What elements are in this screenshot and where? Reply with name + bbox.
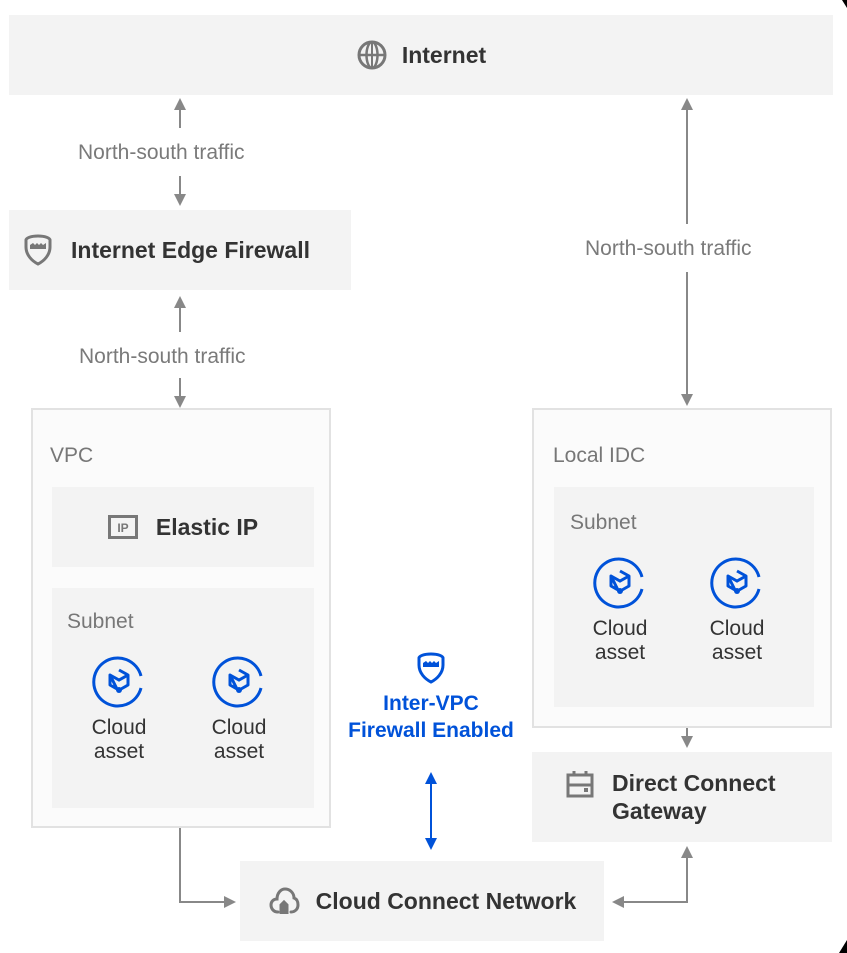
- edge-label-internet-edge: North-south traffic: [76, 141, 247, 165]
- asset-label-line1: Cloud: [709, 617, 765, 640]
- idc-asset-2[interactable]: Cloud asset: [701, 555, 773, 665]
- asset-label-line2: asset: [213, 740, 265, 763]
- edge-firewall-node[interactable]: Internet Edge Firewall: [9, 210, 351, 290]
- vpc-subnet-label: Subnet: [67, 610, 134, 633]
- ip-icon: IP: [107, 515, 138, 539]
- cloud-asset-icon: [92, 656, 143, 708]
- cloud-asset-icon: [593, 557, 644, 609]
- corner-artifact-bottom: [839, 940, 847, 953]
- vpc-asset-1[interactable]: Cloud asset: [84, 654, 154, 764]
- edge-label-internet-idc: North-south traffic: [583, 237, 754, 261]
- edge-label-edge-vpc: North-south traffic: [77, 345, 248, 369]
- asset-label-line1: Cloud: [592, 617, 648, 640]
- asset-label-line2: asset: [711, 641, 763, 664]
- shield-firewall-icon: [417, 652, 445, 684]
- asset-label-line1: Cloud: [91, 716, 147, 739]
- cloud-asset-icon: [212, 656, 263, 708]
- cloud-connect-label: Cloud Connect Network: [315, 887, 577, 914]
- vpc-subnet: Subnet Cloud asset Cloud asset: [52, 588, 314, 808]
- asset-label-line1: Cloud: [211, 716, 267, 739]
- corner-artifact-top: [842, 0, 847, 8]
- asset-label-line2: asset: [594, 641, 646, 664]
- idc-asset-1[interactable]: Cloud asset: [584, 555, 656, 665]
- globe-icon: [357, 40, 387, 70]
- inter-vpc-firewall-label-line2: Firewall Enabled: [348, 719, 514, 742]
- idc-subnet-label: Subnet: [570, 511, 637, 534]
- internet-label: Internet: [401, 41, 487, 68]
- elastic-ip-label: Elastic IP: [155, 513, 259, 540]
- local-idc-label: Local IDC: [553, 444, 646, 467]
- internet-node[interactable]: Internet: [9, 15, 833, 95]
- arrow-gateway-ccn: [612, 846, 693, 908]
- cloud-upload-icon: [269, 887, 300, 914]
- elastic-ip-node[interactable]: IP Elastic IP: [52, 487, 314, 567]
- svg-text:IP: IP: [117, 521, 128, 535]
- vpc-asset-2[interactable]: Cloud asset: [204, 654, 274, 764]
- inter-vpc-firewall-node[interactable]: Inter-VPC Firewall Enabled: [331, 652, 531, 744]
- direct-connect-label-line1: Direct Connect: [612, 770, 776, 796]
- local-idc-container: Local IDC Subnet Cloud asset Cloud asset: [532, 408, 832, 728]
- vpc-container: VPC IP Elastic IP Subnet Cloud asset: [31, 408, 331, 828]
- idc-subnet: Subnet Cloud asset Cloud asset: [554, 487, 814, 707]
- asset-label-line2: asset: [93, 740, 145, 763]
- shield-firewall-icon: [24, 234, 52, 266]
- vpc-label: VPC: [50, 444, 94, 467]
- inter-vpc-firewall-label-line1: Inter-VPC: [383, 692, 479, 715]
- direct-connect-label-line2: Gateway: [612, 798, 707, 824]
- cloud-connect-network-node[interactable]: Cloud Connect Network: [240, 861, 604, 941]
- direct-connect-gateway-node[interactable]: Direct Connect Gateway: [532, 752, 832, 842]
- gateway-icon: [566, 771, 594, 798]
- edge-firewall-label: Internet Edge Firewall: [71, 236, 310, 263]
- cloud-asset-icon: [710, 557, 761, 609]
